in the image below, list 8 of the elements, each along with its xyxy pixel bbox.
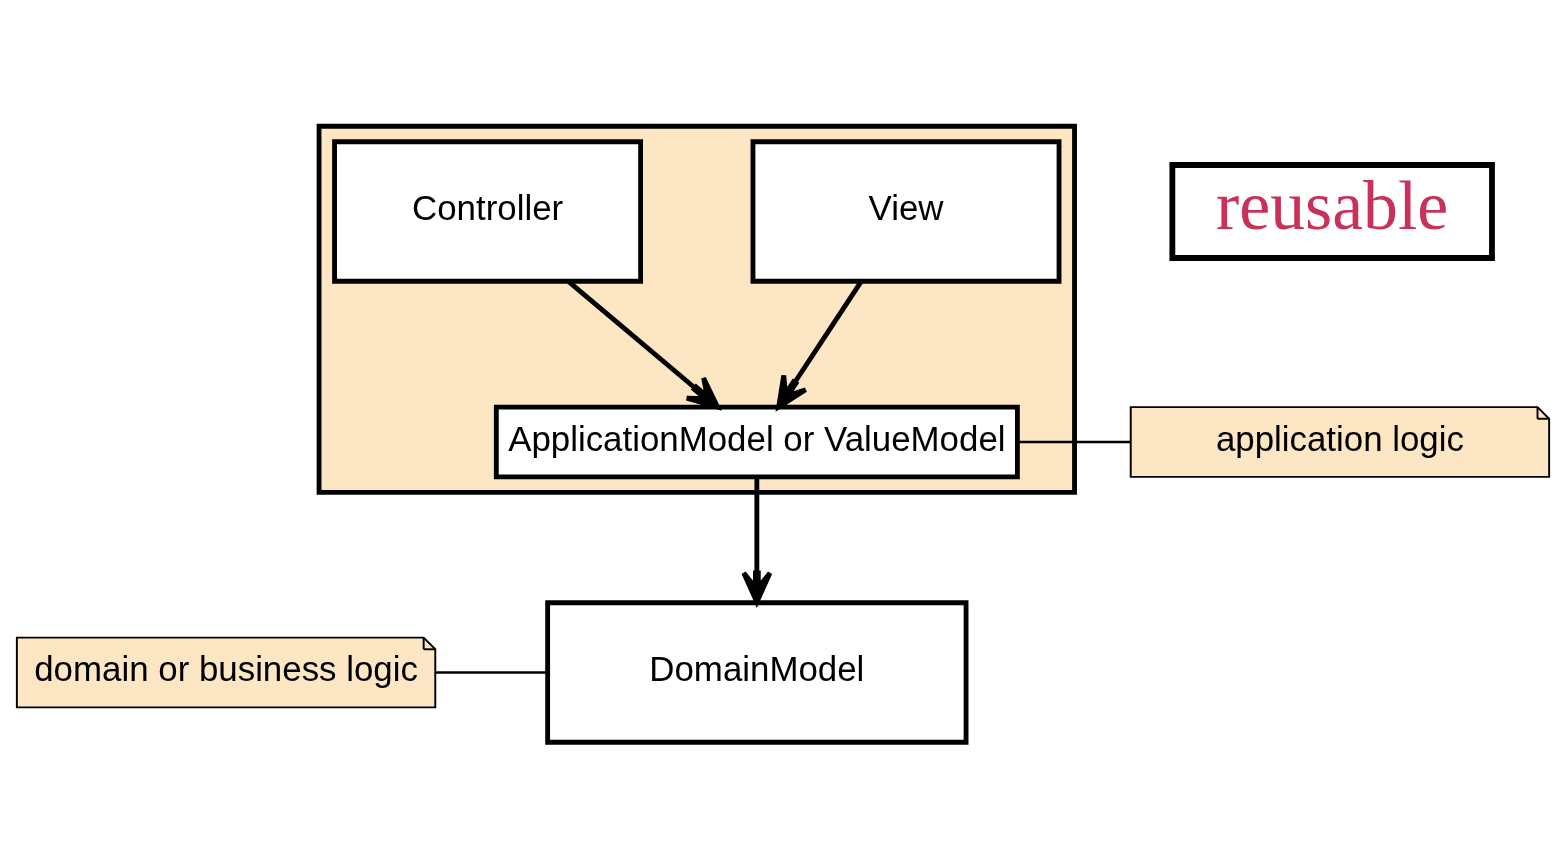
- cluster: [316, 123, 1077, 495]
- connector: [1017, 440, 1131, 443]
- node-box: reusable: [1169, 161, 1495, 261]
- connector: [435, 670, 548, 674]
- node-box: DomainModel: [545, 599, 969, 745]
- node-box: View: [750, 138, 1062, 284]
- node-box: Controller: [332, 138, 644, 284]
- node-box: ApplicationModel or ValueModel: [493, 404, 1020, 479]
